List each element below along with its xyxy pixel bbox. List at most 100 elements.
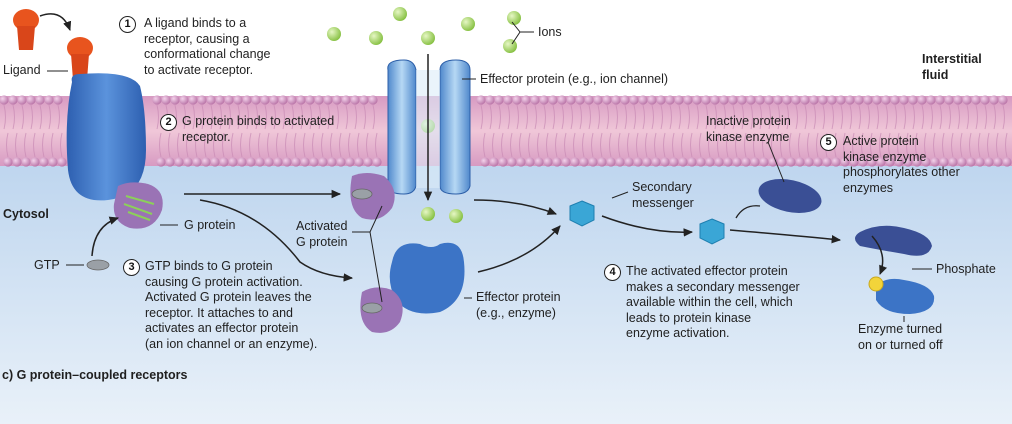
step-1-line-4: to activate receptor. bbox=[144, 62, 254, 77]
lipid-tail bbox=[588, 104, 594, 158]
lipid-tail bbox=[867, 104, 873, 158]
lipid-head bbox=[224, 95, 234, 105]
lipid-head bbox=[890, 95, 900, 105]
lipid-tail bbox=[498, 104, 504, 158]
step-1-line-2: receptor, causing a bbox=[144, 31, 250, 46]
activated-g-protein-channel bbox=[350, 173, 395, 220]
lipid-head bbox=[21, 157, 31, 167]
lipid-tail bbox=[723, 104, 729, 158]
lipid-tail bbox=[291, 104, 297, 158]
label-effector-enzyme: Effector protein (e.g., enzyme) bbox=[476, 290, 561, 321]
lipid-head bbox=[935, 95, 945, 105]
lipid-head bbox=[701, 95, 711, 105]
gtp-molecule bbox=[86, 259, 110, 271]
inactive-kinase-line-1: Inactive protein bbox=[706, 114, 791, 128]
lipid-head bbox=[674, 95, 684, 105]
lipid-head bbox=[921, 157, 931, 167]
lipid-tail bbox=[372, 104, 378, 158]
lipid-head bbox=[170, 95, 180, 105]
lipid-head bbox=[692, 95, 702, 105]
lipid-head bbox=[737, 95, 747, 105]
lipid-head bbox=[629, 95, 639, 105]
label-cytosol: Cytosol bbox=[3, 207, 49, 221]
lipid-tail bbox=[237, 104, 243, 158]
lipid-head bbox=[548, 95, 558, 105]
lipid-head bbox=[723, 157, 733, 167]
lipid-head bbox=[809, 95, 819, 105]
lipid-tail bbox=[966, 104, 972, 158]
lipid-tail bbox=[345, 104, 351, 158]
lipid-head bbox=[863, 95, 873, 105]
lipid-head bbox=[359, 95, 369, 105]
lipid-tail bbox=[759, 104, 765, 158]
lipid-head bbox=[948, 157, 958, 167]
enzyme-turned-line-1: Enzyme turned bbox=[858, 322, 943, 336]
lipid-head bbox=[557, 95, 567, 105]
cytosol-region bbox=[0, 150, 1012, 424]
secondary-messenger-1 bbox=[569, 200, 595, 227]
lipid-head bbox=[498, 157, 508, 167]
lipid-tail bbox=[39, 104, 45, 158]
lipid-tail bbox=[858, 104, 864, 158]
step-2-line-1: G protein binds to activated bbox=[182, 114, 335, 128]
lipid-head bbox=[341, 95, 351, 105]
activation-arrow-2 bbox=[199, 199, 354, 282]
effector-enzyme-line-1: Effector protein bbox=[476, 290, 561, 304]
lipid-tail bbox=[651, 104, 657, 158]
step-4-line-4: leads to protein kinase bbox=[626, 310, 752, 325]
label-g-protein: G protein bbox=[184, 218, 236, 232]
lipid-head bbox=[804, 157, 814, 167]
step-1-text: A ligand binds to a receptor, causing a … bbox=[144, 16, 270, 78]
lipid-head bbox=[530, 95, 540, 105]
lipid-head bbox=[48, 157, 58, 167]
ion-channel bbox=[387, 59, 471, 195]
label-secondary-messenger: Secondary messenger bbox=[632, 180, 694, 211]
lipid-head bbox=[534, 157, 544, 167]
inactive-kinase bbox=[758, 178, 822, 214]
lipid-tail bbox=[219, 104, 225, 158]
lipid-head bbox=[161, 95, 171, 105]
lipid-head bbox=[660, 157, 670, 167]
lipid-head bbox=[480, 157, 490, 167]
lipid-tail bbox=[1002, 104, 1008, 158]
lipid-head bbox=[998, 95, 1008, 105]
step-5-line-2: kinase enzyme bbox=[843, 149, 927, 164]
ion bbox=[393, 7, 407, 21]
lipid-head bbox=[476, 95, 486, 105]
lipid-head bbox=[971, 95, 981, 105]
lipid-head bbox=[309, 157, 319, 167]
lipid-head bbox=[57, 157, 67, 167]
lipid-head bbox=[246, 157, 256, 167]
lipid-head bbox=[696, 157, 706, 167]
lipid-tail bbox=[732, 104, 738, 158]
lipid-tail bbox=[993, 104, 999, 158]
lipid-head bbox=[561, 157, 571, 167]
lipid-tail bbox=[156, 104, 162, 158]
lipid-tail bbox=[894, 104, 900, 158]
lipid-head bbox=[885, 157, 895, 167]
lipid-head bbox=[755, 95, 765, 105]
lipid-head bbox=[233, 95, 243, 105]
lipid-head bbox=[840, 157, 850, 167]
lipid-tail bbox=[939, 104, 945, 158]
lipid-head bbox=[305, 95, 315, 105]
lipid-head bbox=[750, 157, 760, 167]
step-4-badge: 4 bbox=[604, 264, 621, 281]
ion bbox=[421, 207, 435, 221]
lipid-tail bbox=[795, 104, 801, 158]
lipid-head bbox=[494, 95, 504, 105]
step-3-line-2: causing G protein activation. bbox=[145, 274, 303, 289]
effector-enzyme-line-2: (e.g., enzyme) bbox=[476, 305, 556, 320]
lipid-head bbox=[210, 157, 220, 167]
lipid-head bbox=[1002, 157, 1012, 167]
lipid-head bbox=[791, 95, 801, 105]
lipid-tail bbox=[921, 104, 927, 158]
lipid-tail bbox=[507, 104, 513, 158]
lipid-head bbox=[813, 157, 823, 167]
step-2-text: G protein binds to activated receptor. bbox=[182, 114, 334, 145]
lipid-tail bbox=[615, 104, 621, 158]
lipid-head bbox=[926, 95, 936, 105]
label-enzyme-turned: Enzyme turned on or turned off bbox=[858, 322, 943, 353]
lipid-head bbox=[35, 95, 45, 105]
step-1-line-1: A ligand binds to a bbox=[144, 16, 247, 30]
